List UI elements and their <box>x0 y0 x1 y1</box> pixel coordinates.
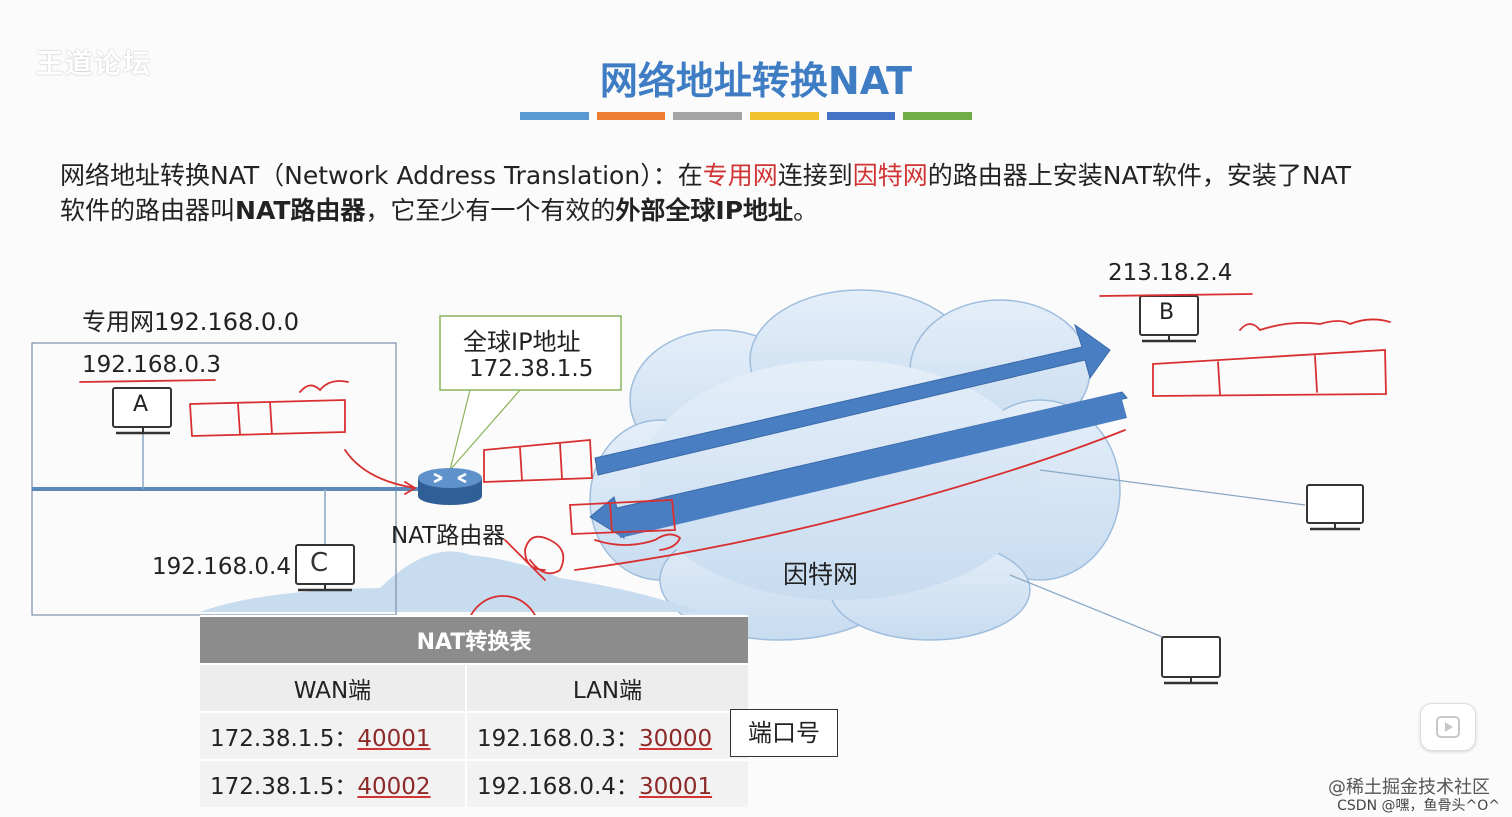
wan-cell: 172.38.1.5：40002 <box>200 759 467 807</box>
host-b-ip: 213.18.2.4 <box>1108 260 1233 286</box>
column-header-wan: WAN端 <box>200 663 467 712</box>
router-icon <box>418 468 482 505</box>
title-color-bar <box>750 112 819 120</box>
lan-ip: 192.168.0.3： <box>476 726 639 752</box>
lan-cell: 192.168.0.3：30000 <box>465 711 748 760</box>
lan-port: 30001 <box>638 774 713 800</box>
router-base-shape <box>200 551 700 612</box>
host-a-letter: A <box>133 392 149 417</box>
host-b-monitor-icon <box>1139 295 1199 343</box>
title-color-bar <box>520 112 589 120</box>
wan-ip: 172.38.1.5： <box>210 774 358 800</box>
private-network-box <box>31 342 397 616</box>
title-color-bar <box>826 112 896 120</box>
title-color-bar <box>903 112 973 120</box>
host-a-monitor-icon <box>112 387 172 435</box>
intro-text-5: ，它至少有一个有效的 <box>365 196 616 225</box>
title-color-bar <box>673 112 743 120</box>
host-c-monitor-icon <box>295 544 355 592</box>
intro-text-4: 软件的路由器叫 <box>60 196 236 225</box>
wan-cell: 172.38.1.5：40001 <box>200 711 467 760</box>
nat-translation-table: NAT转换表 WAN端 LAN端 172.38.1.5：40001 192.16… <box>200 615 748 807</box>
callout-box <box>439 315 622 391</box>
wan-port: 40001 <box>357 726 431 752</box>
lan-cell: 192.168.0.4：30001 <box>465 759 748 807</box>
host-c-letter: C <box>310 548 329 578</box>
host-a-ip: 192.168.0.3 <box>82 352 221 378</box>
intro-text-3: 的路由器上安装NAT软件，安装了NAT <box>927 161 1352 190</box>
private-network-label: 专用网192.168.0.0 <box>82 308 300 336</box>
intro-paragraph: 网络地址转换NAT（Network Address Translation）：在… <box>60 158 1460 228</box>
intro-nat-router: NAT路由器 <box>235 196 366 225</box>
callout-ip: 172.38.1.5 <box>469 356 594 382</box>
router-label: NAT路由器 <box>391 523 506 549</box>
table-row: 172.38.1.5：40001 192.168.0.3：30000 <box>200 711 748 760</box>
watermark-text: 王道论坛 <box>36 49 152 80</box>
title-color-bars <box>520 112 973 120</box>
link-right-host-1 <box>1039 469 1306 506</box>
nat-table-title: NAT转换表 <box>200 615 748 664</box>
wan-port: 40002 <box>357 774 431 800</box>
intro-text-1: 网络地址转换NAT（Network Address Translation）：在 <box>60 161 703 190</box>
play-icon <box>1436 716 1460 738</box>
intro-internet: 因特网 <box>852 161 928 190</box>
callout-title: 全球IP地址 <box>463 328 581 356</box>
lan-ip: 192.168.0.4： <box>476 774 639 800</box>
intro-global-ip: 外部全球IP地址 <box>615 196 794 225</box>
column-header-lan: LAN端 <box>465 663 748 712</box>
title-color-bar <box>596 112 666 120</box>
right-host-1-monitor-icon <box>1306 484 1364 531</box>
wan-ip: 172.38.1.5： <box>210 726 358 752</box>
arrow-outbound <box>594 323 1111 476</box>
play-button[interactable] <box>1420 703 1476 751</box>
intro-private-net: 专用网 <box>702 161 778 190</box>
port-number-note: 端口号 <box>730 709 838 757</box>
host-b-letter: B <box>1159 300 1175 325</box>
intro-text-6: 。 <box>793 196 819 225</box>
intro-text-2: 连接到 <box>777 161 853 190</box>
host-c-ip: 192.168.0.4 <box>152 554 291 580</box>
table-row: 172.38.1.5：40002 192.168.0.4：30001 <box>200 759 748 807</box>
lan-port: 30000 <box>638 726 713 752</box>
callout-pointer <box>449 389 521 471</box>
footer-site-watermark: @稀土掘金技术社区 <box>1328 777 1490 798</box>
slide-title: 网络地址转换NAT <box>599 59 913 103</box>
right-host-2-monitor-icon <box>1161 636 1221 685</box>
cloud-label: 因特网 <box>783 560 859 589</box>
footer-csdn-watermark: CSDN @嘿，鱼骨头^O^ <box>1337 798 1500 814</box>
arrow-inbound-body <box>614 392 1127 538</box>
link-right-host-2 <box>1009 574 1171 641</box>
